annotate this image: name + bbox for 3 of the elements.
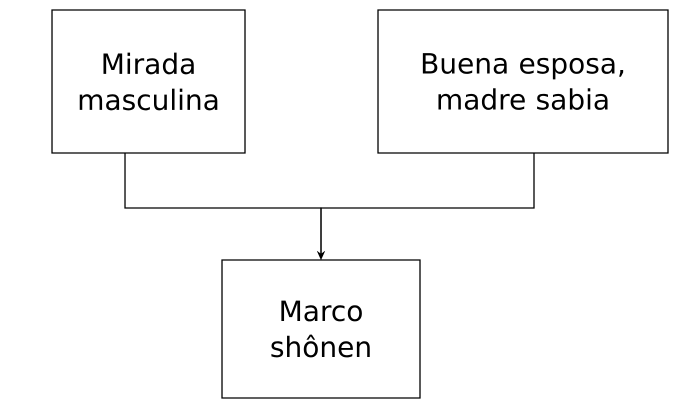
process-box: Mirada masculina [51,9,246,154]
process-box: Marco shônen [221,259,421,399]
process-box: Buena esposa, madre sabia [377,9,669,154]
